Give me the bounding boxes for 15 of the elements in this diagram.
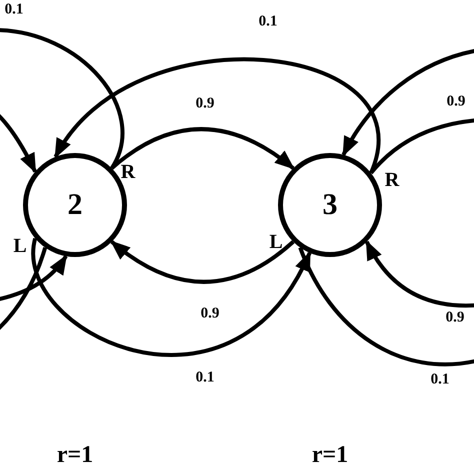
state-number: 3 <box>322 188 338 222</box>
transition-arrow <box>0 254 68 302</box>
parameter-label: r=1 <box>56 443 94 467</box>
port-label: L <box>269 232 283 252</box>
transition-arrow <box>342 48 474 157</box>
port-label: L <box>13 236 27 256</box>
transition-arrow <box>54 58 380 174</box>
state-number: 2 <box>68 188 82 222</box>
parameter-label: r=1 <box>312 443 348 467</box>
transition-arrow <box>110 240 294 284</box>
transition-arrow <box>110 127 295 170</box>
transition-arrow <box>365 240 474 308</box>
transition-arrow <box>32 238 312 357</box>
port-label: R <box>384 170 400 190</box>
port-label: R <box>120 162 136 182</box>
